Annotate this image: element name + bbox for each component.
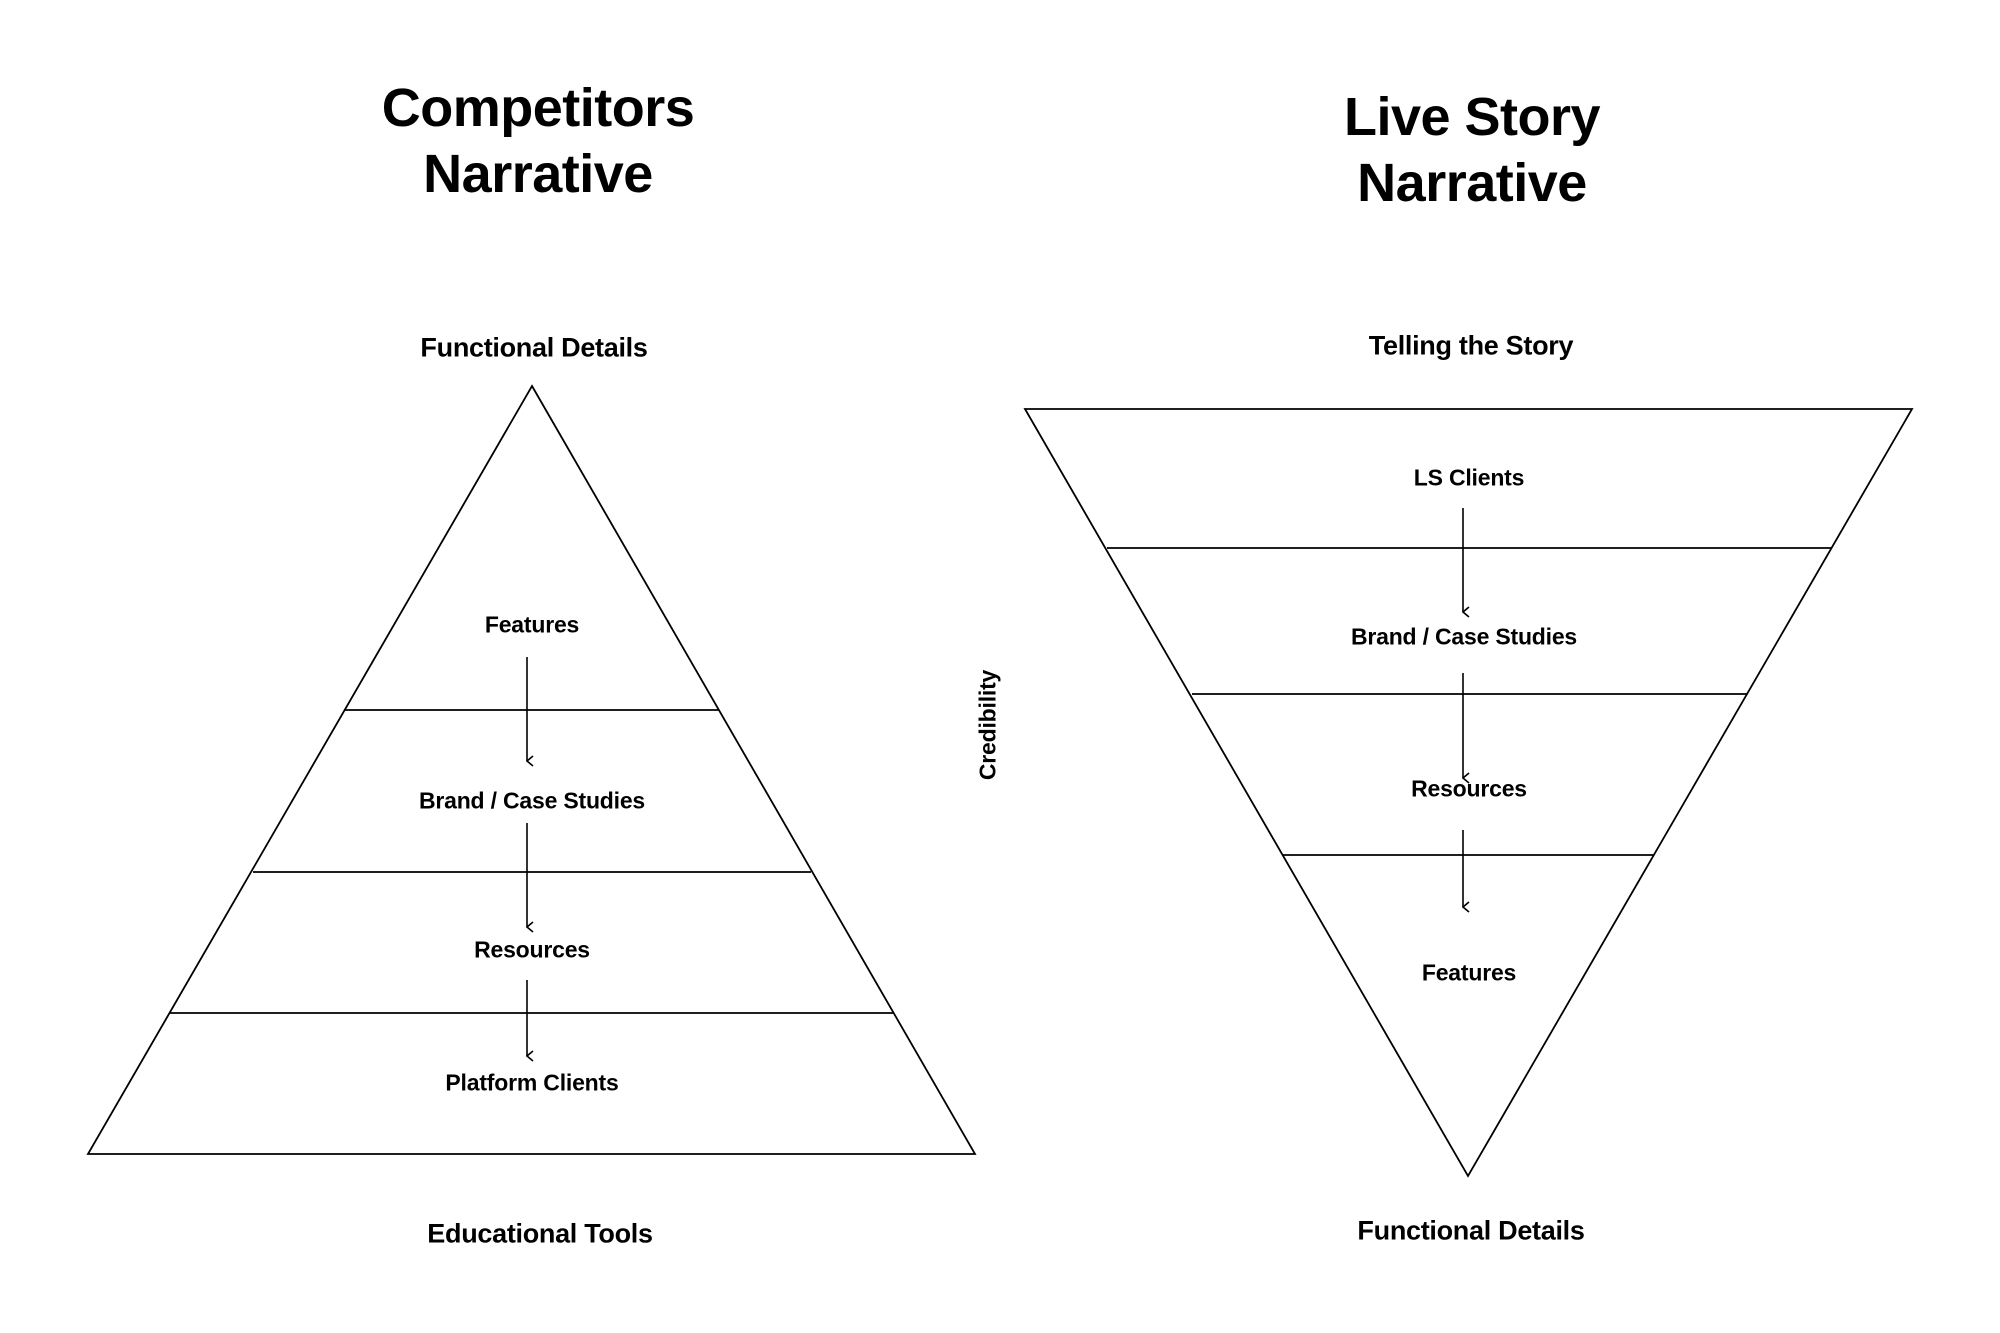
competitors-title: Competitors Narrative xyxy=(382,75,695,207)
competitors-tier-2: Brand / Case Studies xyxy=(418,787,646,814)
competitors-tier-1: Features xyxy=(484,611,580,638)
title-line-2: Narrative xyxy=(423,144,653,204)
competitors-top-label: Functional Details xyxy=(420,332,648,363)
title-line-1: Competitors xyxy=(381,78,695,138)
title-line-1: Live Story xyxy=(1343,87,1601,147)
title-line-2: Narrative xyxy=(1357,153,1587,213)
livestory-inverted-pyramid xyxy=(1023,408,1914,1178)
livestory-tier-3: Resources xyxy=(1411,775,1527,802)
livestory-tier-2: Brand / Case Studies xyxy=(1350,623,1578,650)
competitors-pyramid xyxy=(86,384,977,1155)
livestory-bottom-label: Functional Details xyxy=(1357,1215,1585,1246)
competitors-tier-3: Resources xyxy=(474,936,590,963)
competitors-bottom-label: Educational Tools xyxy=(427,1218,653,1249)
inverted-pyramid-outline xyxy=(1023,408,1914,1178)
credibility-axis-label: Credibility xyxy=(974,669,1001,781)
livestory-tier-1: LS Clients xyxy=(1413,464,1525,491)
competitors-tier-4: Platform Clients xyxy=(445,1069,619,1096)
livestory-title: Live Story Narrative xyxy=(1343,84,1601,216)
livestory-tier-4: Features xyxy=(1421,959,1517,986)
livestory-top-label: Telling the Story xyxy=(1368,330,1574,361)
pyramid-outline xyxy=(86,384,977,1155)
